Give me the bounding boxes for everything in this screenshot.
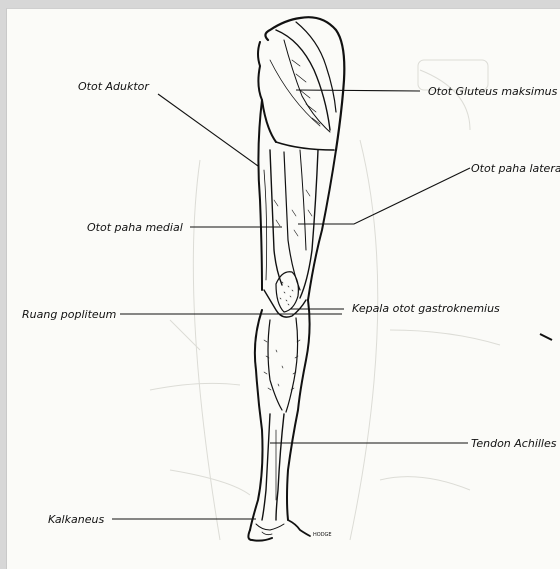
artist-signature: HODGE <box>313 532 332 538</box>
thigh-lateral-outline <box>308 150 336 300</box>
label-adductor: Otot Aduktor <box>78 80 149 93</box>
calf-lateral-outline <box>287 300 310 520</box>
label-gluteus: Otot Gluteus maksimus <box>428 85 557 98</box>
thigh-medial-outline <box>258 100 262 290</box>
label-achilles: Tendon Achilles <box>471 437 557 450</box>
calf-medial-outline <box>250 310 263 530</box>
label-medial: Otot paha medial <box>87 221 183 234</box>
label-gastrocnemius: Kepala otot gastroknemius <box>352 302 500 315</box>
leader-gluteus <box>296 90 420 91</box>
gluteus-outline <box>265 17 344 150</box>
label-lateral: Otot paha latera <box>471 162 560 175</box>
leg-drawing <box>248 17 344 540</box>
margin-mark <box>540 334 552 340</box>
leader-adductor <box>158 94 258 166</box>
bleed-through-ghost <box>150 60 500 540</box>
label-calcaneus: Kalkaneus <box>48 513 104 526</box>
label-popliteal: Ruang popliteum <box>22 308 116 321</box>
popliteal-fossa <box>276 272 298 312</box>
heel-outline <box>248 530 272 541</box>
